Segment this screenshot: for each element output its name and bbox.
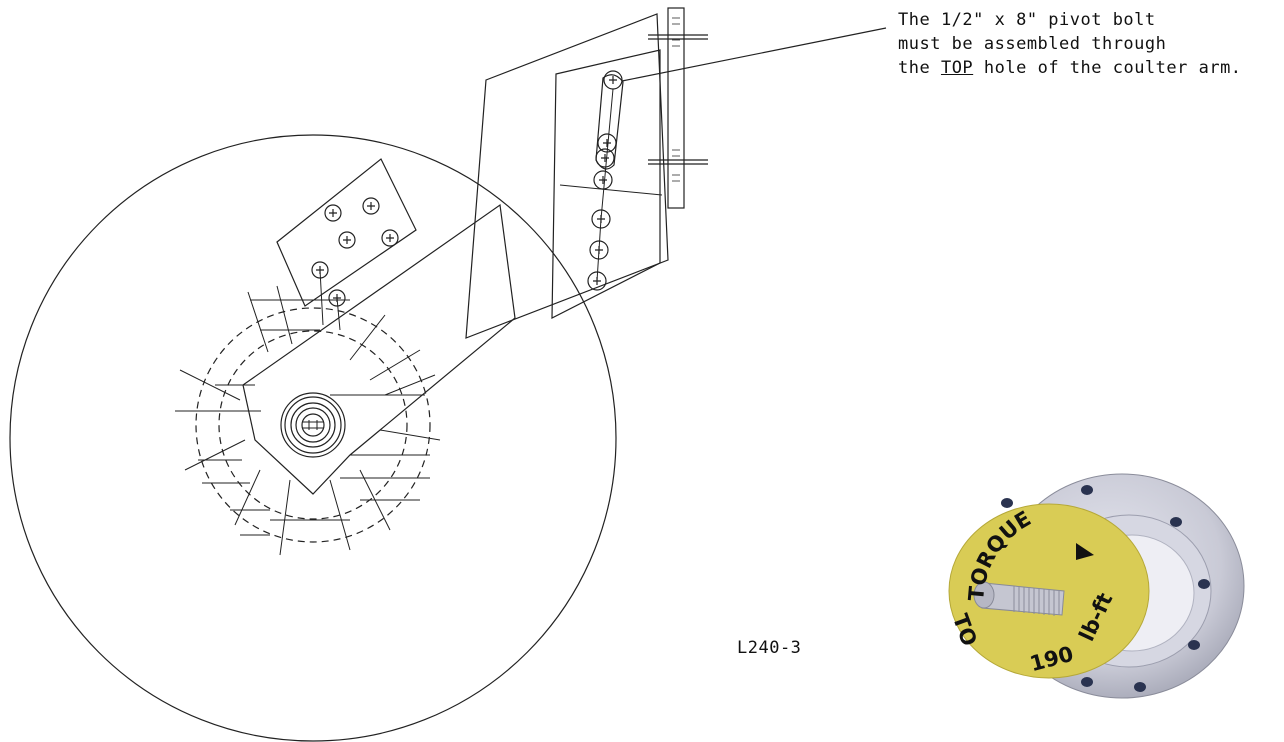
callout-emphasis-top: TOP xyxy=(940,58,974,78)
hub-plate xyxy=(276,158,417,307)
flange-bolt-holes xyxy=(1001,485,1210,692)
drawing-id: L240-3 xyxy=(737,638,802,658)
closing-wheel xyxy=(195,307,431,543)
threaded-stud xyxy=(973,581,1065,616)
mount-bracket xyxy=(465,13,669,339)
coulter-disc xyxy=(9,134,617,742)
callout-line-3-start: the xyxy=(898,58,941,78)
torque-arrow-icon xyxy=(1076,543,1094,560)
callout-line-2: must be assembled through xyxy=(898,34,1167,54)
callout-line-1: The 1/2" x 8" pivot bolt xyxy=(898,10,1156,30)
pivot-bolt-callout: The 1/2" x 8" pivot bolt must be assembl… xyxy=(898,8,1242,80)
hub-plate-bolts xyxy=(311,197,399,307)
callout-line-3: the TOP hole of the coulter arm. xyxy=(898,56,1242,80)
callout-leader xyxy=(621,27,887,82)
hub-center xyxy=(280,392,346,458)
vertical-post xyxy=(648,7,708,209)
closing-wheel-spokes xyxy=(175,285,441,556)
torque-decal-photo: TORQUE TO 190 lb-ft xyxy=(948,473,1245,699)
pivot-plate xyxy=(551,49,661,319)
callout-line-3-end: hole of the coulter arm. xyxy=(973,58,1242,78)
coulter-arm xyxy=(242,203,516,495)
